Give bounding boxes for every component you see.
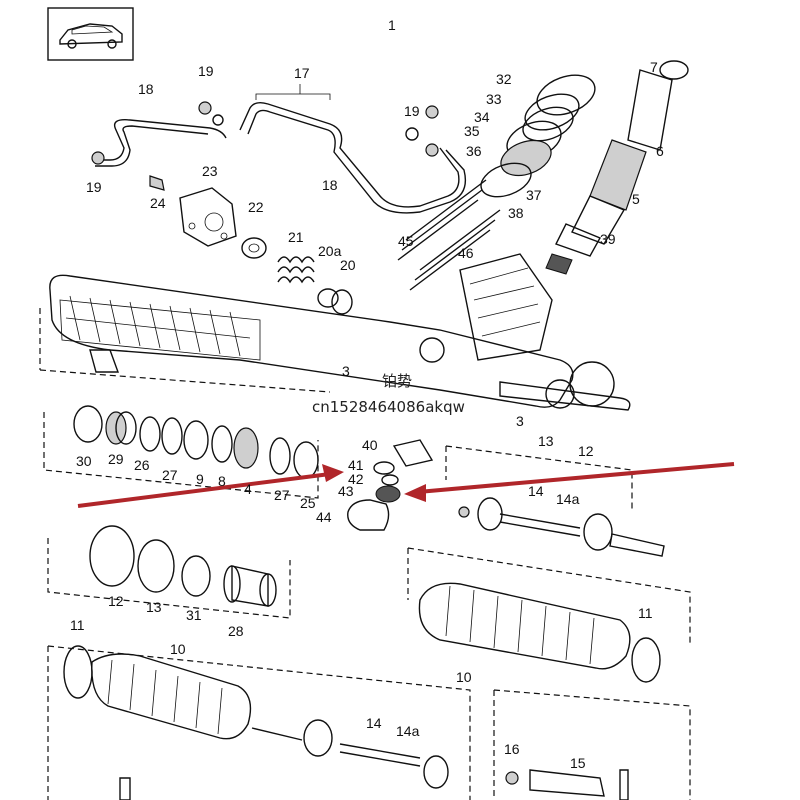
label-33: 33 [486,91,502,107]
label-11-left: 11 [70,617,85,633]
tie-rod-upper [445,361,665,557]
label-30: 30 [76,453,92,469]
label-10-right: 10 [456,669,472,685]
label-27-left: 27 [162,467,178,483]
label-13-bottom: 13 [146,599,162,615]
label-4: 4 [244,481,252,497]
label-16: 16 [504,741,520,757]
left-red-arrow [77,472,331,508]
label-5: 5 [632,191,640,207]
left-bellows-boot [47,645,471,800]
label-21: 21 [288,229,304,245]
right-bellows-boot [407,547,691,683]
label-8: 8 [218,473,226,489]
label-34: 34 [474,109,490,125]
label-26: 26 [134,457,150,473]
left-red-arrowhead [322,464,344,482]
label-36: 36 [466,143,482,159]
label-35: 35 [464,123,480,139]
label-24: 24 [150,195,166,211]
label-12-top: 12 [578,443,594,459]
label-31: 31 [186,607,202,623]
label-28: 28 [228,623,244,639]
label-18-right: 18 [322,177,338,193]
label-3-right: 3 [516,413,524,429]
lower-left-kit [47,525,291,619]
car-thumbnail-icon [47,7,134,61]
label-44: 44 [316,509,332,525]
label-12-bottom: 12 [108,593,124,609]
right-red-arrow [417,462,735,494]
label-25: 25 [300,495,316,511]
label-11-right: 11 [638,605,653,621]
watermark-brand: 铂势 [382,372,412,390]
label-3-left: 3 [342,363,350,379]
label-17: 17 [294,65,310,81]
seal-kit-row [43,405,319,499]
right-red-arrowhead [404,484,426,502]
watermark-code: cn1528464086akqw [312,398,465,416]
label-7: 7 [650,59,658,75]
label-14a-top: 14a [556,491,580,507]
label-20: 20 [340,257,356,273]
label-10-left: 10 [170,641,186,657]
label-14-top: 14 [528,483,544,499]
label-38: 38 [508,205,524,221]
part-labels: 1 17 18 18 19 19 19 32 33 34 35 36 37 38… [70,17,664,771]
label-19-left: 19 [86,179,102,195]
label-9: 9 [196,471,204,487]
label-41: 41 [348,457,364,473]
tie-rod-end [119,689,691,800]
label-18-left: 18 [138,81,154,97]
label-20a: 20a [318,243,342,259]
pinion-valve-assembly [545,60,689,275]
indicator-arrows [77,462,735,508]
label-37: 37 [526,187,542,203]
label-27-right: 27 [274,487,290,503]
hydraulic-pipes [95,84,467,214]
label-22: 22 [248,199,264,215]
rack-housing [39,253,631,411]
pinion-lower-seals [347,439,434,531]
label-15: 15 [570,755,586,771]
label-40: 40 [362,437,378,453]
watermark: 铂势 cn1528464086akqw [312,372,465,416]
label-43: 43 [338,483,354,499]
label-19-top: 19 [198,63,214,79]
label-29: 29 [108,451,124,467]
label-42: 42 [348,471,364,487]
label-14-bottom: 14 [366,715,382,731]
label-45: 45 [398,233,414,249]
label-23: 23 [202,163,218,179]
pinion-seal-rings [397,74,596,291]
label-19-right: 19 [404,103,420,119]
label-6: 6 [656,143,664,159]
label-13-top: 13 [538,433,554,449]
banjo-fittings [91,101,439,165]
label-14a-bottom: 14a [396,723,420,739]
valve-cover-group [149,175,353,315]
label-46: 46 [458,245,474,261]
label-32: 32 [496,71,512,87]
label-39: 39 [600,231,616,247]
label-1: 1 [388,17,396,33]
